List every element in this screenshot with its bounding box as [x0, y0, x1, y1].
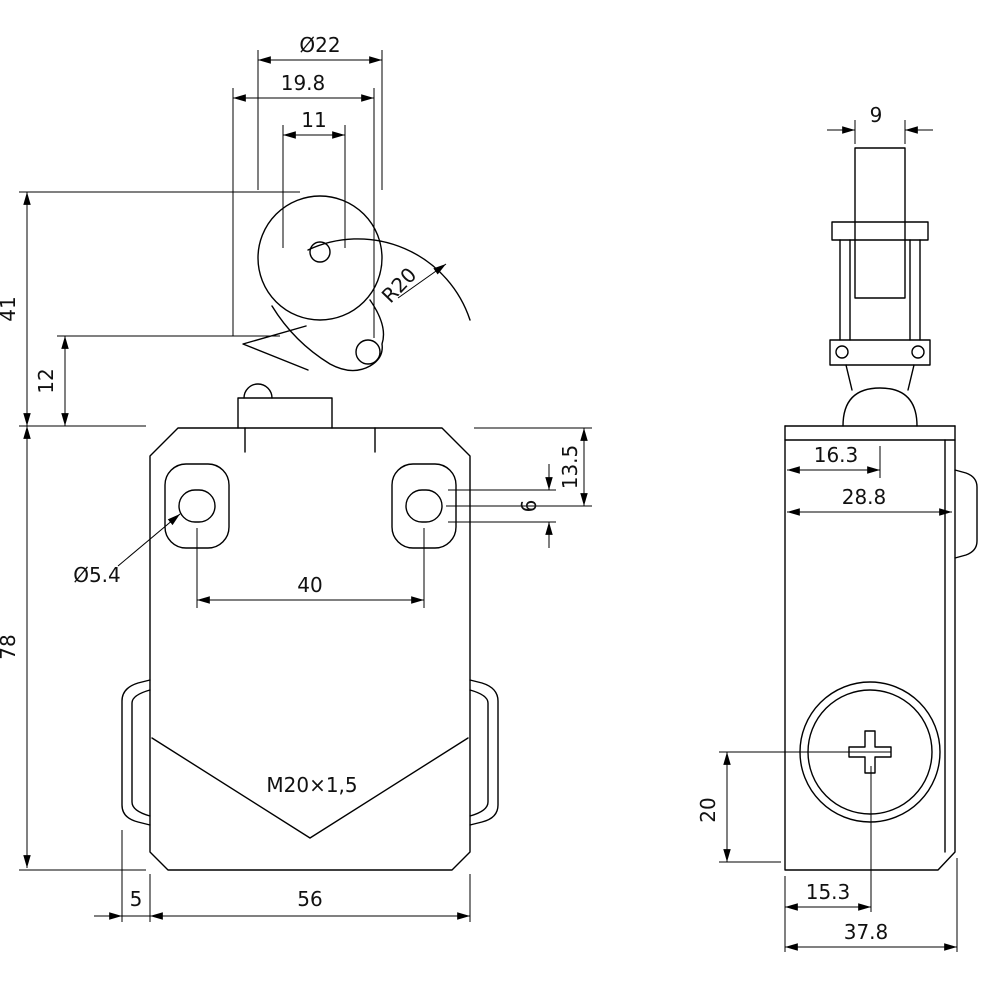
roller-pin-hole [309, 241, 331, 263]
screw-cross-recess [848, 730, 892, 774]
dim-body-depth-label: 28.8 [842, 485, 887, 509]
dim-body-width-label: 56 [297, 887, 322, 911]
neck-edge [845, 364, 853, 391]
bracket-flange [831, 221, 929, 241]
dim-lever-height-label: 41 [0, 296, 20, 321]
dim-body-depth: 28.8 [787, 485, 952, 516]
dim-plunger-offset: 16.3 [787, 443, 881, 478]
bellows-seal-right-inner [469, 689, 489, 817]
front-view [121, 195, 499, 871]
neck-edge [907, 364, 915, 391]
dim-pretravel-label: 12 [34, 368, 58, 393]
dim-bellows-depth: 5 [94, 830, 151, 922]
pivot-pin [911, 345, 925, 359]
bellows-seal-left [121, 679, 151, 826]
dim-pin-offset: 11 [282, 108, 346, 248]
dim-slot-height: 6 [448, 464, 556, 548]
dim-body-height: 78 [0, 426, 146, 871]
roller-outline [257, 195, 383, 321]
dim-body-width: 56 [149, 874, 471, 922]
dim-hole-spacing: 40 [196, 528, 425, 608]
conduit-chamfer [151, 737, 469, 839]
lever-swing-arc [307, 238, 471, 321]
bellows-seal-left-inner [131, 689, 151, 817]
side-view [784, 147, 978, 871]
thread-label: M20×1,5 [266, 773, 357, 797]
dim-slot-diameter: Ø5.4 [73, 513, 181, 587]
dim-total-depth: 37.8 [785, 858, 958, 952]
label-thread: M20×1,5 [266, 773, 357, 797]
switch-head [237, 397, 333, 429]
switch-body [149, 427, 471, 871]
dim-lever-width-label: 19.8 [281, 71, 326, 95]
dim-roller-width-label: 9 [870, 103, 883, 127]
dim-pretravel: 12 [34, 335, 280, 426]
dim-total-depth-label: 37.8 [844, 920, 889, 944]
pivot-block [829, 339, 931, 366]
dim-slot-top-distance: 13.5 [446, 427, 592, 507]
plunger-dome-side [842, 387, 918, 427]
dim-lever-width: 19.8 [232, 71, 375, 338]
dim-plunger-offset-label: 16.3 [814, 443, 859, 467]
front-view-dimensions: Ø22 19.8 11 41 12 78 [0, 33, 592, 922]
dim-roller-diameter-label: Ø22 [299, 33, 340, 57]
bellows-seal-right [469, 679, 499, 826]
dim-screw-height-label: 20 [696, 797, 720, 822]
dim-pin-offset-label: 11 [301, 108, 326, 132]
dim-roller-width: 9 [827, 103, 933, 144]
dim-slot-diameter-label: Ø5.4 [73, 563, 121, 587]
dim-bellows-depth-label: 5 [130, 887, 143, 911]
dim-slot-height-label: 6 [517, 500, 541, 513]
dim-lever-radius: R20 [377, 263, 447, 308]
lever-pivot-hole [355, 339, 381, 365]
dim-screw-height: 20 [696, 751, 891, 863]
dim-lever-height: 41 [0, 191, 300, 427]
lever-blade [242, 325, 309, 371]
roller-side [854, 147, 906, 299]
radius-arrow [397, 263, 447, 299]
mounting-slot-left [178, 489, 216, 523]
side-boss [954, 469, 978, 559]
body-side-outline [784, 425, 956, 871]
dim-body-height-label: 78 [0, 634, 20, 659]
leader-line [117, 513, 181, 567]
mounting-slot-right [405, 489, 443, 523]
dim-screw-offset: 15.3 [784, 766, 872, 952]
lever-arm [271, 299, 385, 372]
dim-roller-diameter: Ø22 [257, 33, 383, 190]
dim-screw-offset-label: 15.3 [806, 880, 851, 904]
dim-lever-radius-label: R20 [377, 263, 422, 308]
pivot-pin [835, 345, 849, 359]
dim-slot-top-distance-label: 13.5 [558, 445, 582, 490]
dim-hole-spacing-label: 40 [297, 573, 322, 597]
plunger-dome [243, 383, 273, 399]
side-view-dimensions: 9 16.3 28.8 20 15.3 37.8 [696, 103, 958, 952]
